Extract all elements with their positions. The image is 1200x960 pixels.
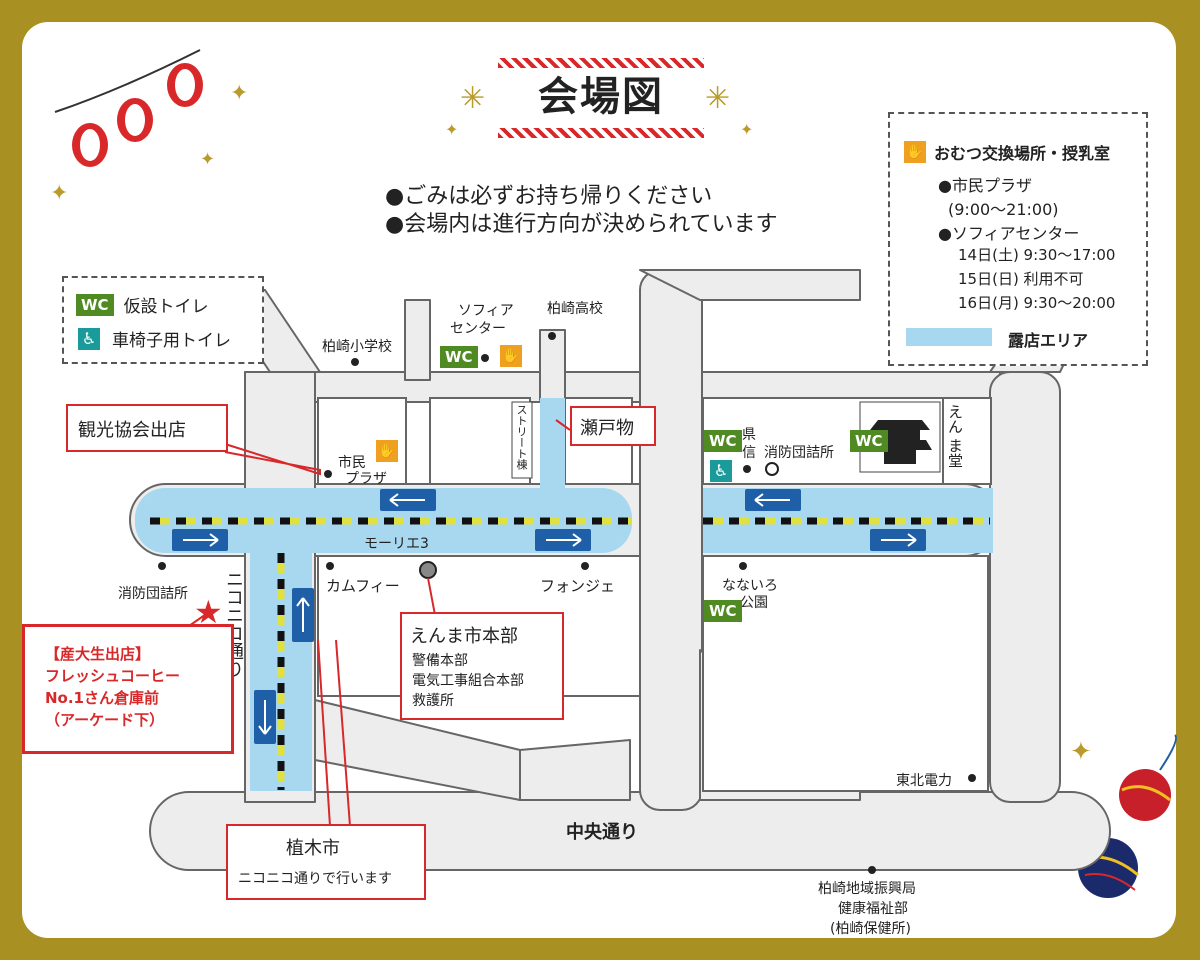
legend-day2: 15日(日) 利用不可: [958, 270, 1084, 288]
label-fire-office-right: 消防団詰所: [764, 445, 834, 461]
callout-kanko: 観光協会出店: [66, 404, 228, 452]
svg-text:✦: ✦: [740, 120, 753, 139]
nanairo-wc: WC: [704, 600, 742, 622]
sophia-diaper: ✋: [500, 345, 522, 367]
legend-nursing-heading-row: ✋ おむつ交換場所・授乳室: [904, 140, 1110, 164]
page-title: 会場図: [538, 74, 664, 120]
label-high-school: 柏崎高校: [547, 301, 603, 317]
svg-text:✳: ✳: [460, 81, 485, 116]
label-nanairo-1: なないろ: [722, 578, 778, 594]
shimin-diaper: ✋: [376, 440, 398, 462]
label-shimin-1: 市民: [338, 455, 366, 471]
wc-icon: WC: [704, 430, 742, 452]
callout-sanda-line3: No.1さん倉庫前: [45, 689, 159, 707]
callout-honbu: えんま市本部 警備本部 電気工事組合本部 救護所: [400, 612, 564, 720]
enma-wc: WC: [850, 430, 888, 452]
diaper-icon: ✋: [904, 141, 926, 163]
callout-ueki-sub: ニコニコ通りで行います: [238, 871, 392, 887]
lantern-decoration: ✦ ✦ ✦: [50, 49, 248, 206]
legend-day1: 14日(土) 9:30〜17:00: [958, 246, 1116, 264]
legend-area-label: 露店エリア: [1008, 331, 1089, 350]
title-box: 会場図: [498, 58, 704, 140]
callout-honbu-line1: 警備本部: [412, 653, 468, 669]
legend-place2: ●ソフィアセンター: [938, 224, 1080, 243]
legend-day3: 16日(月) 9:30〜20:00: [958, 294, 1116, 312]
wc-icon: WC: [76, 293, 114, 316]
center-dash-line: [150, 517, 990, 790]
sophia-wc: WC: [440, 346, 478, 368]
wheelchair-icon: ♿: [78, 327, 100, 350]
label-shinko-1: 柏崎地域振興局: [818, 881, 916, 897]
callout-honbu-line2: 電気工事組合本部: [412, 673, 524, 689]
svg-text:✦: ✦: [230, 81, 248, 106]
street-tou-box: [511, 401, 533, 479]
svg-text:✳: ✳: [705, 81, 730, 116]
legend-row-wc: WC 仮設トイレ: [76, 292, 209, 317]
legend-place1-hours: (9:00〜21:00): [948, 200, 1059, 219]
direction-arrow-icon: [172, 489, 926, 744]
label-enma-do-1: えん: [946, 404, 964, 434]
callout-sanda: 【産大生出店】 フレッシュコーヒー No.1さん倉庫前 （アーケード下）: [22, 624, 234, 754]
label-shinko-3: (柏崎保健所): [830, 921, 911, 937]
honbu-marker: [419, 561, 437, 579]
label-shinko-2: 健康福祉部: [838, 901, 908, 917]
callout-ueki: 植木市 ニコニコ通りで行います: [226, 824, 426, 900]
label-elementary: 柏崎小学校: [322, 339, 392, 355]
notice-direction: ●会場内は進行方向が決められています: [385, 212, 778, 237]
legend-row-wheelchair: ♿ 車椅子用トイレ: [78, 326, 231, 351]
diaper-icon: ✋: [500, 345, 522, 367]
callout-honbu-title: えんま市本部: [410, 626, 518, 647]
wc-icon: WC: [704, 600, 742, 622]
label-fire-office-left: 消防団詰所: [118, 586, 188, 602]
callout-sanda-line4: （アーケード下）: [45, 711, 165, 729]
svg-text:✦: ✦: [445, 120, 458, 139]
callout-ueki-title: 植木市: [286, 838, 340, 859]
wc-icon: WC: [440, 346, 478, 368]
legend-nursing: ✋ おむつ交換場所・授乳室 ●市民プラザ (9:00〜21:00) ●ソフィアセ…: [888, 112, 1148, 366]
notice-garbage: ●ごみは必ずお持ち帰りください: [385, 184, 713, 209]
title-stripe-bottom: [498, 128, 704, 138]
ken-wheelchair: ♿: [710, 460, 732, 482]
label-tohoku: 東北電力: [896, 773, 952, 789]
sparkle-icon: ✳ ✳ ✦ ✦: [445, 81, 753, 139]
label-ken-1: 県: [742, 427, 756, 443]
svg-text:✦: ✦: [1070, 737, 1092, 767]
label-fonjie: フォンジェ: [540, 577, 616, 595]
legend-place1: ●市民プラザ: [938, 176, 1032, 195]
callout-honbu-line3: 救護所: [412, 693, 454, 709]
title-stripe-top: [498, 58, 704, 68]
legend-nursing-heading: おむつ交換場所・授乳室: [934, 144, 1111, 163]
callout-setomono-text: 瀬戸物: [580, 418, 634, 439]
diaper-icon: ✋: [376, 440, 398, 462]
label-street-tou: ストリート棟: [515, 404, 528, 470]
callout-sanda-line1: 【産大生出店】: [45, 645, 151, 663]
wc-icon: WC: [850, 430, 888, 452]
stall-area-swatch: [906, 328, 992, 346]
legend-wheelchair-toilet: 車椅子用トイレ: [112, 331, 231, 351]
label-ken-2: 信: [742, 445, 756, 461]
legend-temp-toilet: 仮設トイレ: [123, 297, 209, 317]
label-enma-do-2: ま堂: [946, 438, 964, 468]
label-morie: モーリエ3: [364, 536, 429, 552]
svg-text:✦: ✦: [200, 149, 215, 170]
fire-office-marker: [765, 462, 779, 476]
wheelchair-icon: ♿: [710, 460, 732, 482]
location-dot: [158, 332, 976, 874]
label-chuo-street: 中央通り: [566, 822, 638, 843]
label-sophia-1: ソフィア: [458, 303, 514, 319]
label-camfee: カムフィー: [326, 577, 400, 595]
label-nanairo-2: 公園: [740, 595, 768, 611]
callout-setomono: 瀬戸物: [570, 406, 656, 446]
legend-toilet: WC 仮設トイレ ♿ 車椅子用トイレ: [62, 276, 264, 364]
label-sophia-2: センター: [450, 321, 506, 337]
callout-kanko-text: 観光協会出店: [78, 420, 186, 441]
svg-text:✦: ✦: [50, 181, 68, 206]
callout-sanda-line2: フレッシュコーヒー: [45, 667, 181, 685]
ken-wc: WC: [704, 430, 742, 452]
label-shimin-2: プラザ: [345, 471, 387, 487]
